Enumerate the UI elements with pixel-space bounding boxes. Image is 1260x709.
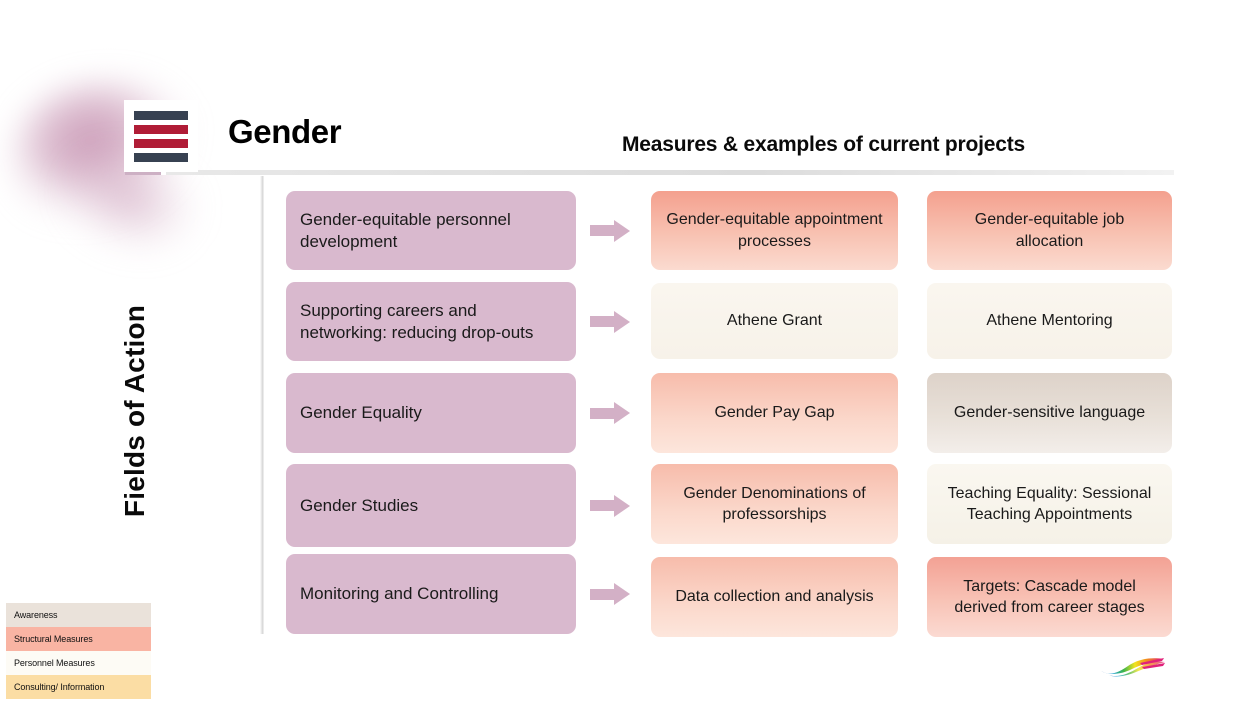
legend-label: Personnel Measures bbox=[14, 658, 95, 668]
measure-card: Athene Mentoring bbox=[927, 283, 1172, 359]
header-divider bbox=[125, 170, 1174, 175]
measure-card: Gender-equitable appointment processes bbox=[651, 191, 898, 270]
measure-card: Gender-sensitive language bbox=[927, 373, 1172, 453]
field-of-action-box: Supporting careers and networking: reduc… bbox=[286, 282, 576, 361]
arrow-right-icon bbox=[590, 219, 632, 242]
legend: Awareness Structural Measures Personnel … bbox=[6, 603, 151, 699]
institution-logo bbox=[124, 100, 198, 172]
legend-item-structural-measures: Structural Measures bbox=[6, 627, 151, 651]
rainbow-logo-icon bbox=[1101, 658, 1165, 677]
legend-label: Structural Measures bbox=[14, 634, 93, 644]
measure-card: Targets: Cascade model derived from care… bbox=[927, 557, 1172, 637]
measure-card: Gender-equitable job allocation bbox=[927, 191, 1172, 270]
measure-card: Teaching Equality: Sessional Teaching Ap… bbox=[927, 464, 1172, 544]
logo-bar-3 bbox=[134, 138, 188, 148]
measure-card: Data collection and analysis bbox=[651, 557, 898, 637]
logo-bar-1 bbox=[134, 110, 188, 120]
legend-item-awareness: Awareness bbox=[6, 603, 151, 627]
arrow-right-icon bbox=[590, 494, 632, 517]
legend-label: Awareness bbox=[14, 610, 58, 620]
arrow-right-icon bbox=[590, 583, 632, 605]
legend-label: Consulting/ Information bbox=[14, 682, 105, 692]
column-divider bbox=[260, 176, 264, 634]
arrow-right-icon bbox=[590, 402, 632, 424]
field-of-action-box: Gender Equality bbox=[286, 373, 576, 453]
measure-card: Gender Denominations of professorships bbox=[651, 464, 898, 544]
page-title: Gender bbox=[228, 113, 342, 150]
legend-item-personnel-measures: Personnel Measures bbox=[6, 651, 151, 675]
field-of-action-box: Monitoring and Controlling bbox=[286, 554, 576, 634]
field-of-action-box: Gender-equitable personnel development bbox=[286, 191, 576, 270]
legend-item-consulting-information: Consulting/ Information bbox=[6, 675, 151, 699]
logo-bar-2 bbox=[134, 124, 188, 134]
arrow-right-icon bbox=[590, 310, 632, 333]
measure-card: Gender Pay Gap bbox=[651, 373, 898, 453]
logo-bar-4 bbox=[134, 152, 188, 162]
measure-card: Athene Grant bbox=[651, 283, 898, 359]
field-of-action-box: Gender Studies bbox=[286, 464, 576, 547]
section-title: Measures & examples of current projects bbox=[622, 133, 1026, 156]
